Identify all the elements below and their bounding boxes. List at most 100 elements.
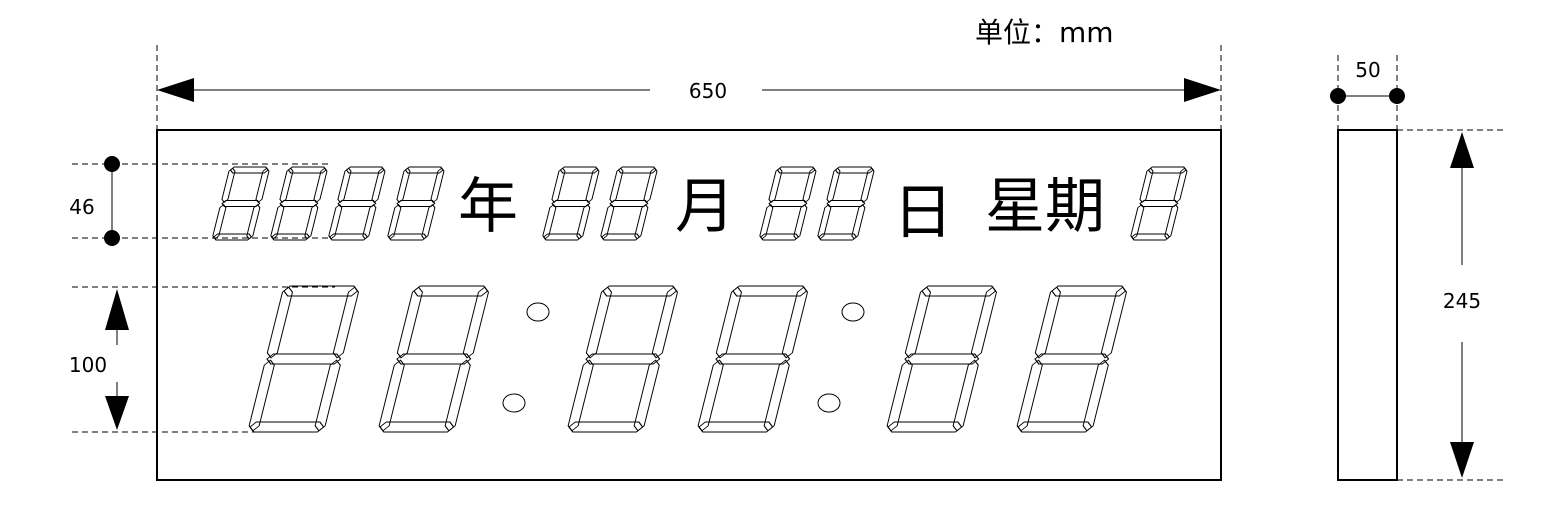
year-label: 年: [458, 172, 518, 242]
width-dimension: 650: [156, 45, 1222, 130]
seven-segment-digit: [759, 166, 817, 241]
digit-segment: [279, 200, 319, 207]
digit-segment: [851, 203, 866, 240]
digit-segment: [826, 200, 866, 207]
digit-segment: [1016, 359, 1043, 432]
small-digit-dimension: 46: [69, 156, 330, 246]
digit-segment: [421, 203, 436, 240]
digit-segment: [634, 203, 649, 240]
digit-segment: [1173, 167, 1188, 204]
side-view: 50 245: [1330, 55, 1505, 481]
digit-segment: [904, 353, 980, 365]
width-label: 650: [689, 79, 727, 103]
seven-segment-digit: [328, 166, 386, 241]
seven-segment-digit: [378, 285, 490, 433]
digit-segment: [1034, 286, 1062, 359]
arrow-down-icon: [1450, 442, 1474, 478]
digit-segment: [430, 167, 445, 204]
day-label: 日: [893, 178, 953, 248]
digit-segment: [248, 359, 275, 432]
seven-segment-digit: [1130, 166, 1188, 241]
digit-segment: [212, 203, 227, 240]
digit-segment: [304, 203, 319, 240]
seven-segment-digit: [697, 285, 809, 433]
digit-segment: [600, 203, 615, 240]
digit-segment: [1139, 167, 1154, 204]
digit-segment: [396, 167, 411, 204]
digit-segment: [970, 286, 998, 359]
digit-segment: [651, 286, 679, 359]
digit-segment: [781, 286, 809, 359]
unit-label: 单位：mm: [975, 16, 1114, 49]
digit-segment: [279, 167, 294, 204]
digit-segment: [886, 359, 913, 432]
digit-segment: [1130, 203, 1145, 240]
digit-segment: [266, 286, 294, 359]
digit-segment: [396, 200, 436, 207]
digit-segment: [337, 167, 352, 204]
digit-segment: [266, 353, 342, 365]
digit-segment: [768, 200, 808, 207]
digit-segment: [585, 353, 661, 365]
digit-segment: [585, 286, 613, 359]
large-digit-height-label: 100: [69, 353, 107, 377]
digit-segment: [802, 167, 817, 204]
digit-segment: [255, 167, 270, 204]
digit-segment: [715, 286, 743, 359]
depth-label: 50: [1355, 58, 1380, 82]
digit-segment: [1100, 286, 1128, 359]
seven-segment-digit: [600, 166, 658, 241]
digit-segment: [270, 203, 285, 240]
digit-segment: [221, 200, 261, 207]
month-label: 月: [675, 172, 735, 242]
arrow-up-icon: [105, 289, 129, 330]
height-label: 245: [1443, 289, 1481, 313]
arrow-right-icon: [1184, 78, 1221, 102]
digit-segment: [246, 203, 261, 240]
front-panel: [156, 129, 1222, 481]
seven-segment-digit: [817, 166, 875, 241]
seven-segment-digit: [248, 285, 360, 433]
colon-dot: [526, 302, 550, 322]
digit-segment: [763, 359, 790, 432]
digit-segment: [567, 359, 594, 432]
digit-segment: [952, 359, 979, 432]
digit-segment: [332, 286, 360, 359]
digit-segment: [768, 167, 783, 204]
digit-segment: [715, 353, 791, 365]
side-panel: [1337, 129, 1398, 481]
digit-segment: [444, 359, 471, 432]
digit-segment: [221, 167, 236, 204]
digit-segment: [759, 203, 774, 240]
seven-segment-digits: [212, 166, 1188, 433]
seven-segment-digit: [387, 166, 445, 241]
large-digit-dimension: 100: [69, 286, 335, 433]
digit-segment: [396, 353, 472, 365]
digit-segment: [462, 286, 490, 359]
digit-segment: [643, 167, 658, 204]
colon-dot: [841, 302, 865, 322]
weekday-label: 星期: [985, 172, 1105, 242]
digit-segment: [817, 203, 832, 240]
digit-segment: [904, 286, 932, 359]
digit-segment: [542, 203, 557, 240]
digit-segment: [585, 167, 600, 204]
digit-segment: [362, 203, 377, 240]
arrow-left-icon: [157, 78, 194, 102]
digit-segment: [314, 359, 341, 432]
digit-segment: [378, 359, 405, 432]
digit-segment: [609, 167, 624, 204]
colon-dot: [502, 393, 526, 413]
small-digit-height-label: 46: [69, 195, 94, 219]
digit-segment: [551, 167, 566, 204]
digit-segment: [609, 200, 649, 207]
digit-segment: [793, 203, 808, 240]
digit-segment: [313, 167, 328, 204]
digit-segment: [1164, 203, 1179, 240]
digit-segment: [337, 200, 377, 207]
seven-segment-digit: [1016, 285, 1128, 433]
seven-segment-digit: [270, 166, 328, 241]
digit-segment: [328, 203, 343, 240]
digit-segment: [396, 286, 424, 359]
